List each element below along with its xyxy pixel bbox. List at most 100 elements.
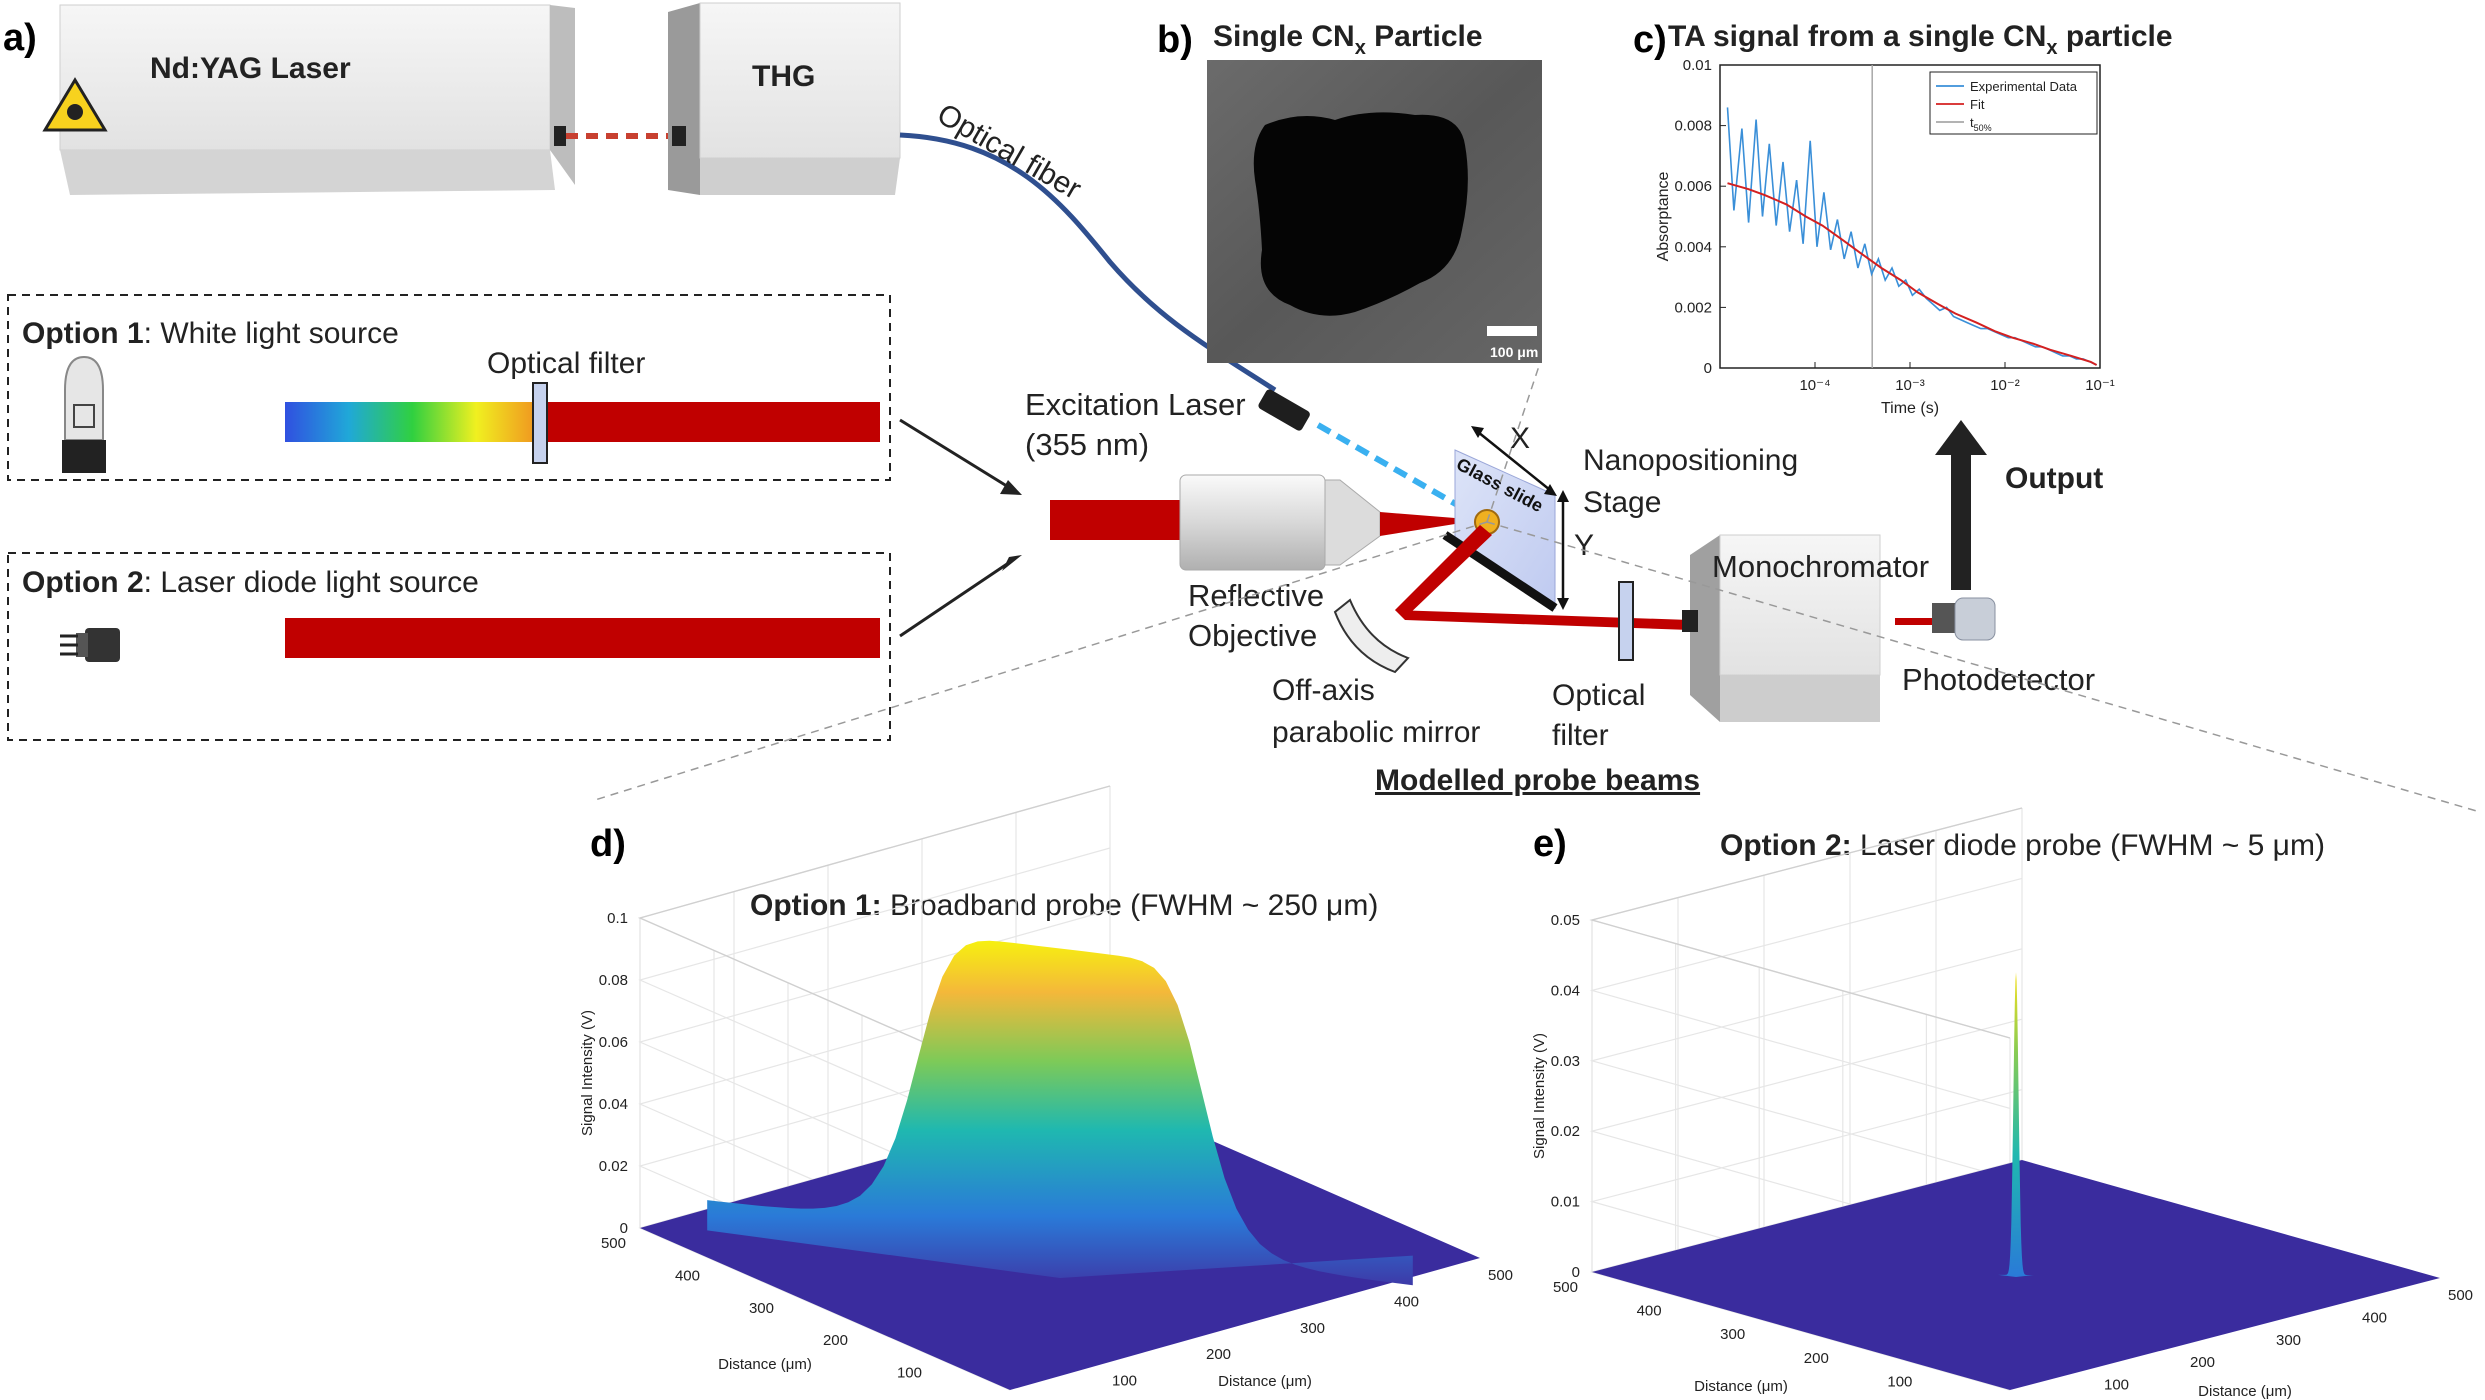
ta-series-experimental-data — [1726, 107, 2097, 366]
modelled-probe-beams-label: Modelled probe beams — [1375, 764, 1700, 797]
thg-label: THG — [752, 60, 815, 93]
surface-zlabel: Signal Intensity (V) — [579, 1010, 596, 1136]
option2-title: Option 2: Laser diode light source — [22, 566, 479, 599]
surface-ytick-label: 200 — [1804, 1350, 1829, 1367]
panel-d-title: Option 1: Broadband probe (FWHM ~ 250 μm… — [750, 889, 1378, 922]
surface-ytick-label: 400 — [675, 1267, 700, 1284]
ta-ytick-label: 0.01 — [1683, 57, 1712, 74]
monochromator-label: Monochromator — [1712, 549, 1929, 584]
surface-ztick-label: 0.06 — [599, 1034, 628, 1051]
ta-xtick-label: 10⁻⁴ — [1799, 377, 1830, 394]
ta-legend-label: Experimental Data — [1970, 79, 2078, 94]
cnx-particle — [1253, 112, 1468, 316]
surface-ytick-label: 0 — [988, 1397, 996, 1400]
ta-xlabel: Time (s) — [1881, 400, 1939, 417]
stage-label-1: Nanopositioning — [1583, 444, 1798, 477]
reflective-objective — [1179, 474, 1381, 571]
surface-ztick-label: 0 — [1572, 1264, 1580, 1281]
surface-ytick-label: 100 — [897, 1365, 922, 1382]
surface-xtick-label: 200 — [2190, 1354, 2215, 1371]
surface-wall-gridline — [1589, 877, 2023, 1109]
surface-xlabel: Distance (μm) — [2198, 1383, 2292, 1400]
output-beam — [1895, 618, 1937, 625]
option1-box: Option 1: White light source Optical fil… — [7, 294, 891, 481]
ta-ytick-label: 0.006 — [1674, 178, 1712, 195]
mirror-label-2: parabolic mirror — [1272, 716, 1480, 749]
optical-fiber-label: Optical fiber — [932, 97, 1087, 206]
guide-line-e — [1486, 521, 2481, 813]
surface-ztick-label: 0.1 — [607, 910, 628, 927]
surface-ytick-label: 500 — [1553, 1279, 1578, 1296]
panel-d-label: d) — [590, 823, 626, 865]
option1-title: Option 1: White light source — [22, 317, 399, 350]
ta-ytick-label: 0.004 — [1674, 239, 1712, 256]
ta-series-fit — [1727, 182, 2098, 366]
surface-ztick-label: 0 — [620, 1220, 628, 1237]
surface-ztick-label: 0.04 — [599, 1096, 628, 1113]
surface-xtick-label: 500 — [1488, 1267, 1513, 1284]
white-light-bulb-icon — [62, 355, 106, 473]
scale-bar-label: 100 μm — [1490, 344, 1538, 360]
surface-xtick-label: 500 — [2448, 1287, 2473, 1304]
optical-filter-1 — [532, 382, 548, 464]
surface-ytick-label: 300 — [749, 1300, 774, 1317]
output-arrow-shaft — [1951, 453, 1971, 590]
surface-xtick-label: 100 — [1112, 1373, 1137, 1390]
output-label: Output — [2005, 462, 2103, 495]
surface-xtick-label: 300 — [1300, 1320, 1325, 1337]
optical-filter-2-label-1: Optical — [1552, 679, 1645, 712]
surface-xtick-label: 200 — [1206, 1346, 1231, 1363]
laser-diode-beam — [285, 618, 880, 658]
y-axis-label: Y — [1574, 529, 1594, 562]
ndyag-laser-label: Nd:YAG Laser — [150, 52, 351, 85]
ta-ytick-label: 0.008 — [1674, 118, 1712, 135]
ndyag-laser-box: Nd:YAG Laser — [42, 4, 575, 195]
ta-xtick-label: 10⁻¹ — [2085, 377, 2115, 394]
surface-xtick-label: 300 — [2276, 1332, 2301, 1349]
surface-box-edge — [637, 785, 1111, 1081]
panel-c-label: c) — [1633, 19, 1667, 61]
laser-diode-icon — [60, 628, 120, 662]
surface-ztick-label: 0.03 — [1551, 1053, 1580, 1070]
thg-box: THG — [668, 2, 901, 195]
photodetector — [1932, 597, 1996, 641]
excitation-label-2: (355 nm) — [1025, 427, 1149, 462]
surface-ylabel: Distance (μm) — [1694, 1378, 1788, 1395]
micrograph: 100 μm — [1207, 60, 1542, 363]
option2-arrow — [899, 560, 1011, 638]
stage-label-2: Stage — [1583, 486, 1661, 519]
option1-arrow — [899, 418, 1011, 490]
surface-ytick-label: 200 — [823, 1332, 848, 1349]
photodetector-label: Photodetector — [1902, 662, 2095, 697]
output-arrow-head — [1935, 420, 1987, 455]
white-light-beam — [285, 402, 540, 442]
surface-ztick-label: 0.08 — [599, 972, 628, 989]
x-axis-label: X — [1510, 422, 1530, 455]
surface-xtick-label: 100 — [2104, 1377, 2129, 1394]
reflective-label-1: Reflective — [1188, 578, 1324, 613]
surface-peak — [1998, 972, 2034, 1277]
collected-beam-1 — [1395, 525, 1492, 618]
ta-legend-subscript: 50% — [1974, 123, 1992, 133]
panel-b-label: b) — [1157, 19, 1193, 61]
surface-ytick-label: 100 — [1887, 1373, 1912, 1390]
panel-b-title: Single CNx Particle — [1213, 20, 1483, 59]
surface-ztick-label: 0.02 — [599, 1158, 628, 1175]
glass-slide: Glass slide — [1442, 449, 1558, 612]
surface-ytick-label: 500 — [601, 1235, 626, 1252]
surface-ztick-label: 0.02 — [1551, 1123, 1580, 1140]
scale-bar — [1487, 326, 1537, 336]
ta-ytick-label: 0.002 — [1674, 299, 1712, 316]
panel-e-title: Option 2: Laser diode probe (FWHM ~ 5 μm… — [1720, 829, 2325, 862]
monochromator-box: Monochromator — [1682, 534, 1929, 722]
ta-ytick-label: 0 — [1704, 360, 1712, 377]
surface-ztick-label: 0.04 — [1551, 982, 1580, 999]
excitation-beam — [1316, 422, 1482, 521]
surface-ylabel: Distance (μm) — [718, 1356, 812, 1373]
surface-ztick-label: 0.05 — [1551, 912, 1580, 929]
surface-ytick-label: 0 — [1988, 1397, 1996, 1400]
laser-output-port — [554, 126, 566, 146]
